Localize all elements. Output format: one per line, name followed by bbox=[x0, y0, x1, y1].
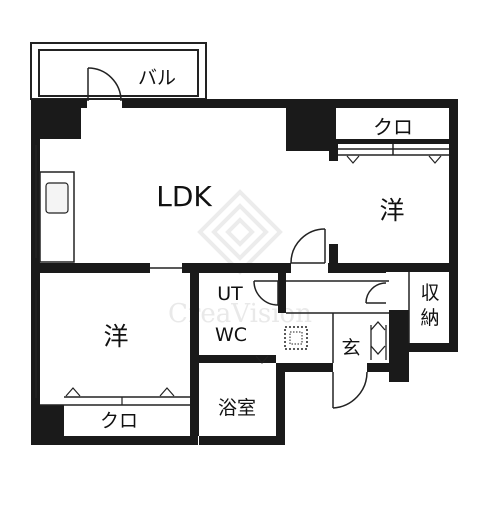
ut-door bbox=[253, 280, 279, 306]
storage-door bbox=[365, 282, 387, 304]
walls bbox=[31, 99, 458, 445]
closet-top-door-markers bbox=[346, 155, 442, 164]
western-room-right-label: 洋 bbox=[379, 196, 404, 225]
watermark-logo-icon bbox=[197, 189, 283, 275]
toilet-label: WC bbox=[215, 324, 247, 346]
toilet-fixture bbox=[284, 326, 308, 350]
room-labels: バル LDK クロ 洋 洋 クロ UT WC 浴室 玄 収 納 bbox=[100, 67, 440, 432]
balcony-door bbox=[87, 67, 122, 102]
storage-label-line2: 納 bbox=[420, 307, 439, 329]
entrance-label: 玄 bbox=[341, 337, 360, 359]
western-room-left-label: 洋 bbox=[103, 322, 128, 351]
ldk-door bbox=[290, 228, 326, 264]
wc-door-marker bbox=[255, 355, 269, 364]
bath-label: 浴室 bbox=[218, 397, 256, 419]
closet-bottom-door-markers bbox=[65, 387, 175, 405]
closet-top-label: クロ bbox=[373, 115, 413, 139]
balcony bbox=[30, 42, 207, 100]
kitchen-counter bbox=[39, 171, 75, 263]
balcony-label: バル bbox=[138, 67, 176, 89]
closet-bottom-label: クロ bbox=[100, 410, 138, 432]
closet-top bbox=[338, 144, 449, 156]
thin-lines bbox=[35, 145, 410, 406]
storage-label-line1: 収 bbox=[420, 282, 439, 304]
entrance-door bbox=[332, 371, 368, 409]
utility-label: UT bbox=[217, 283, 243, 305]
shoe-closet-doors bbox=[370, 321, 387, 360]
ldk-label: LDK bbox=[156, 180, 212, 213]
